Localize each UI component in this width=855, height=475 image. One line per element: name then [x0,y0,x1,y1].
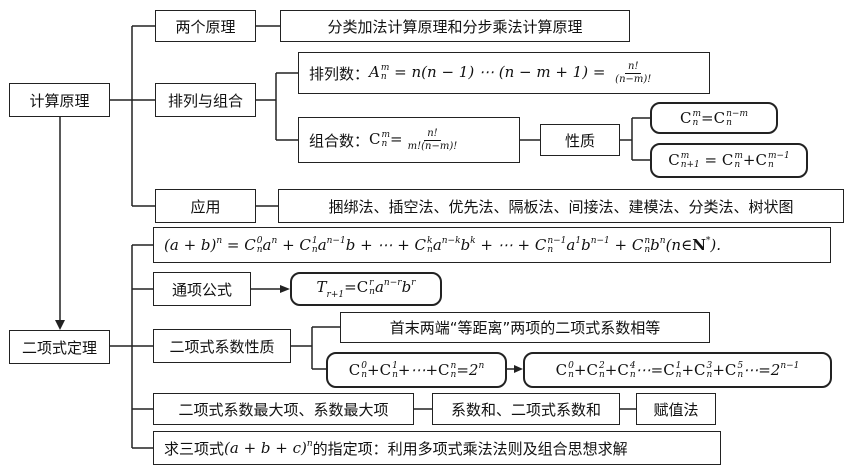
coefficient-sum-node: 系数和、二项式系数和 [432,393,620,425]
two-principles-desc: 分类加法计算原理和分步乘法计算原理 [280,10,630,42]
two-principles-desc-text: 分类加法计算原理和分步乘法计算原理 [327,17,583,36]
trinomial-expression: (a + b + c)n [224,439,313,457]
trinomial-prefix: 求三项式 [164,439,225,458]
application-node: 应用 [155,189,256,223]
application-methods-text: 捆绑法、插空法、优先法、隔板法、间接法、建模法、分类法、树状图 [328,197,794,216]
perm-comb-label: 排列与组合 [167,91,243,110]
combination-label: 组合数： [309,131,370,150]
coefficient-property-label: 二项式系数性质 [169,337,275,356]
binomial-theorem-node: 二项式定理 [9,330,110,364]
coefficient-sum-label: 系数和、二项式系数和 [450,400,601,419]
application-methods: 捆绑法、插空法、优先法、隔板法、间接法、建模法、分类法、树状图 [278,189,844,223]
property-label: 性质 [564,131,595,150]
general-term-label: 通项公式 [171,280,232,299]
application-label: 应用 [190,197,221,216]
max-term-node: 二项式系数最大项、系数最大项 [153,393,414,425]
counting-principle-label: 计算原理 [29,91,90,110]
max-term-label: 二项式系数最大项、系数最大项 [178,400,389,419]
counting-principle-node: 计算原理 [9,83,110,117]
permutation-label: 排列数： [309,64,370,83]
coefficient-symmetry-desc: 首末两端“等距离”两项的二项式系数相等 [340,312,710,343]
coefficient-property-node: 二项式系数性质 [153,329,291,363]
coefficient-symmetry-text: 首末两端“等距离”两项的二项式系数相等 [389,319,661,337]
general-term-node: 通项公式 [153,272,251,306]
binomial-theorem-label: 二项式定理 [21,338,97,357]
two-principles-node: 两个原理 [155,10,256,42]
assign-value-label: 赋值法 [653,400,699,419]
two-principles-label: 两个原理 [175,17,236,36]
trinomial-suffix: 的指定项：利用多项式乘法法则及组合思想求解 [312,439,628,458]
property-node: 性质 [540,124,620,156]
assign-value-node: 赋值法 [636,393,716,425]
trinomial-node: 求三项式 (a + b + c)n 的指定项：利用多项式乘法法则及组合思想求解 [153,431,721,465]
perm-comb-node: 排列与组合 [155,83,256,117]
